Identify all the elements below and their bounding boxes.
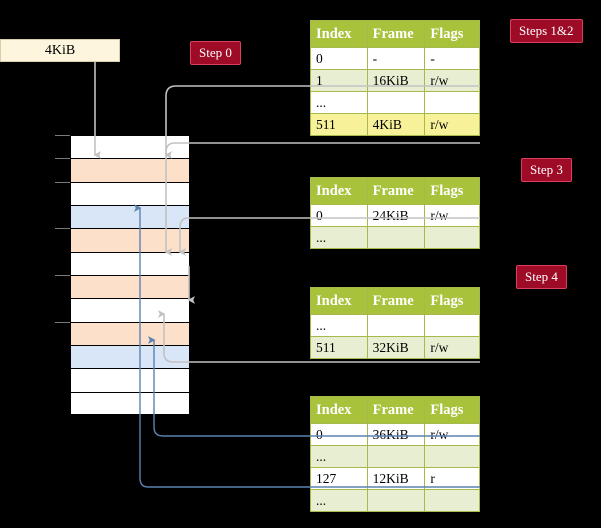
table-header-index: Index [310, 287, 368, 315]
table-row[interactable]: ... [310, 489, 480, 512]
memory-frame-row [70, 181, 190, 205]
table-cell-flags [424, 226, 480, 249]
badge-steps-1-2: Steps 1&2 [510, 19, 583, 43]
table-cell-index: 1 [310, 69, 368, 92]
memory-frame-tick [55, 135, 70, 136]
table-cell-index: 511 [310, 336, 368, 359]
table-cell-index: 0 [310, 47, 368, 70]
memory-frame-row [70, 321, 190, 345]
table-cell-index: ... [310, 314, 368, 337]
table-cell-frame [366, 226, 426, 249]
badge-step-3: Step 3 [521, 158, 572, 182]
memory-frame-row [70, 158, 190, 182]
table-header-frame: Frame [366, 396, 426, 424]
memory-frame-row [70, 205, 190, 229]
table-cell-frame: 12KiB [366, 467, 426, 490]
table-cell-frame: 4KiB [366, 113, 426, 136]
memory-frame-row [70, 275, 190, 299]
table-header-frame: Frame [366, 287, 426, 315]
table-row[interactable]: ... [310, 445, 480, 468]
source-frame-label: 4KiB [44, 42, 76, 58]
table-cell-flags: r/w [424, 336, 480, 359]
memory-frame-row [70, 345, 190, 369]
memory-frame-row [70, 368, 190, 392]
table-row[interactable]: ... [310, 226, 480, 249]
table-header-frame: Frame [366, 20, 426, 48]
table-cell-index: ... [310, 226, 368, 249]
physical-memory-frames [55, 135, 190, 415]
table-cell-flags: r/w [424, 204, 480, 227]
memory-frame-row [70, 135, 190, 159]
table-cell-flags [424, 91, 480, 114]
table-cell-frame [366, 91, 426, 114]
table-cell-frame [366, 314, 426, 337]
table-cell-flags: r/w [424, 423, 480, 446]
table-cell-flags [424, 314, 480, 337]
table-cell-index: ... [310, 489, 368, 512]
table-row[interactable]: 0-- [310, 47, 480, 70]
table-cell-frame: - [366, 47, 426, 70]
table-cell-flags: r/w [424, 113, 480, 136]
table-cell-index: ... [310, 445, 368, 468]
memory-frame-tick [55, 321, 70, 323]
table-header-index: Index [310, 20, 368, 48]
table-cell-frame [366, 489, 426, 512]
table-cell-frame: 16KiB [366, 69, 426, 92]
source-frame-box: 4KiB [0, 39, 120, 62]
table-cell-frame: 32KiB [366, 336, 426, 359]
table-cell-index: 511 [310, 113, 368, 136]
memory-frame-row [70, 391, 190, 415]
badge-step-0: Step 0 [190, 41, 241, 65]
memory-frame-row [70, 228, 190, 252]
table-cell-frame: 36KiB [366, 423, 426, 446]
memory-frame-tick [55, 275, 70, 276]
table-cell-flags: - [424, 47, 480, 70]
table-cell-flags: r/w [424, 69, 480, 92]
table-cell-flags [424, 445, 480, 468]
table-cell-flags: r [424, 467, 480, 490]
memory-frame-tick [55, 181, 70, 183]
table-header-flags: Flags [424, 20, 480, 48]
table-header-flags: Flags [424, 177, 480, 205]
memory-frame-row [70, 298, 190, 322]
table-header-flags: Flags [424, 396, 480, 424]
memory-frame-tick [55, 158, 70, 160]
table-row[interactable]: ... [310, 314, 480, 337]
table-cell-index: 0 [310, 423, 368, 446]
table-row[interactable]: ... [310, 91, 480, 114]
table-header-flags: Flags [424, 287, 480, 315]
table-cell-flags [424, 489, 480, 512]
table-cell-index: ... [310, 91, 368, 114]
table-cell-frame [366, 445, 426, 468]
table-header-index: Index [310, 177, 368, 205]
memory-frame-row [70, 251, 190, 275]
table-header-frame: Frame [366, 177, 426, 205]
memory-frame-tick [55, 228, 70, 230]
table-cell-frame: 24KiB [366, 204, 426, 227]
table-cell-index: 0 [310, 204, 368, 227]
badge-step-4: Step 4 [516, 265, 567, 289]
table-header-index: Index [310, 396, 368, 424]
table-cell-index: 127 [310, 467, 368, 490]
